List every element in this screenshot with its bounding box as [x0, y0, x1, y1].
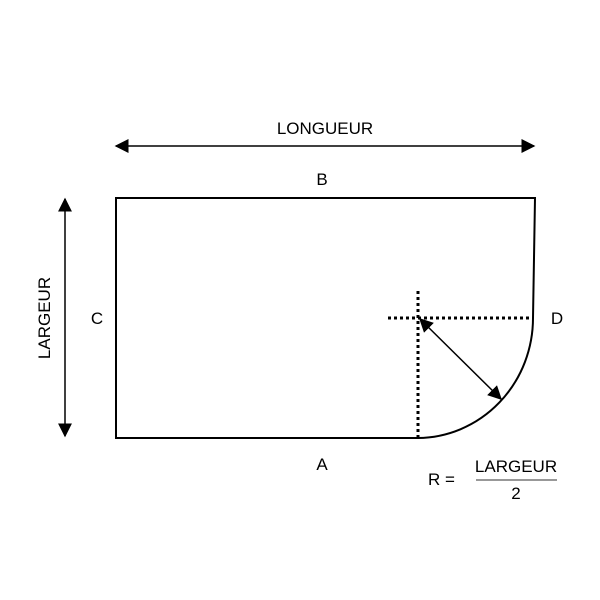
- side-d-label: D: [551, 309, 563, 328]
- length-label: LONGUEUR: [277, 119, 373, 138]
- side-c-label: C: [91, 309, 103, 328]
- formula-lhs: R =: [428, 470, 455, 489]
- width-label: LARGEUR: [35, 277, 54, 359]
- side-a-label: A: [316, 455, 328, 474]
- shape-outline: [115, 197, 537, 439]
- radius-arrow: [419, 318, 502, 400]
- formula-numerator: LARGEUR: [475, 457, 557, 476]
- formula-denominator: 2: [511, 484, 520, 503]
- side-b-label: B: [316, 170, 327, 189]
